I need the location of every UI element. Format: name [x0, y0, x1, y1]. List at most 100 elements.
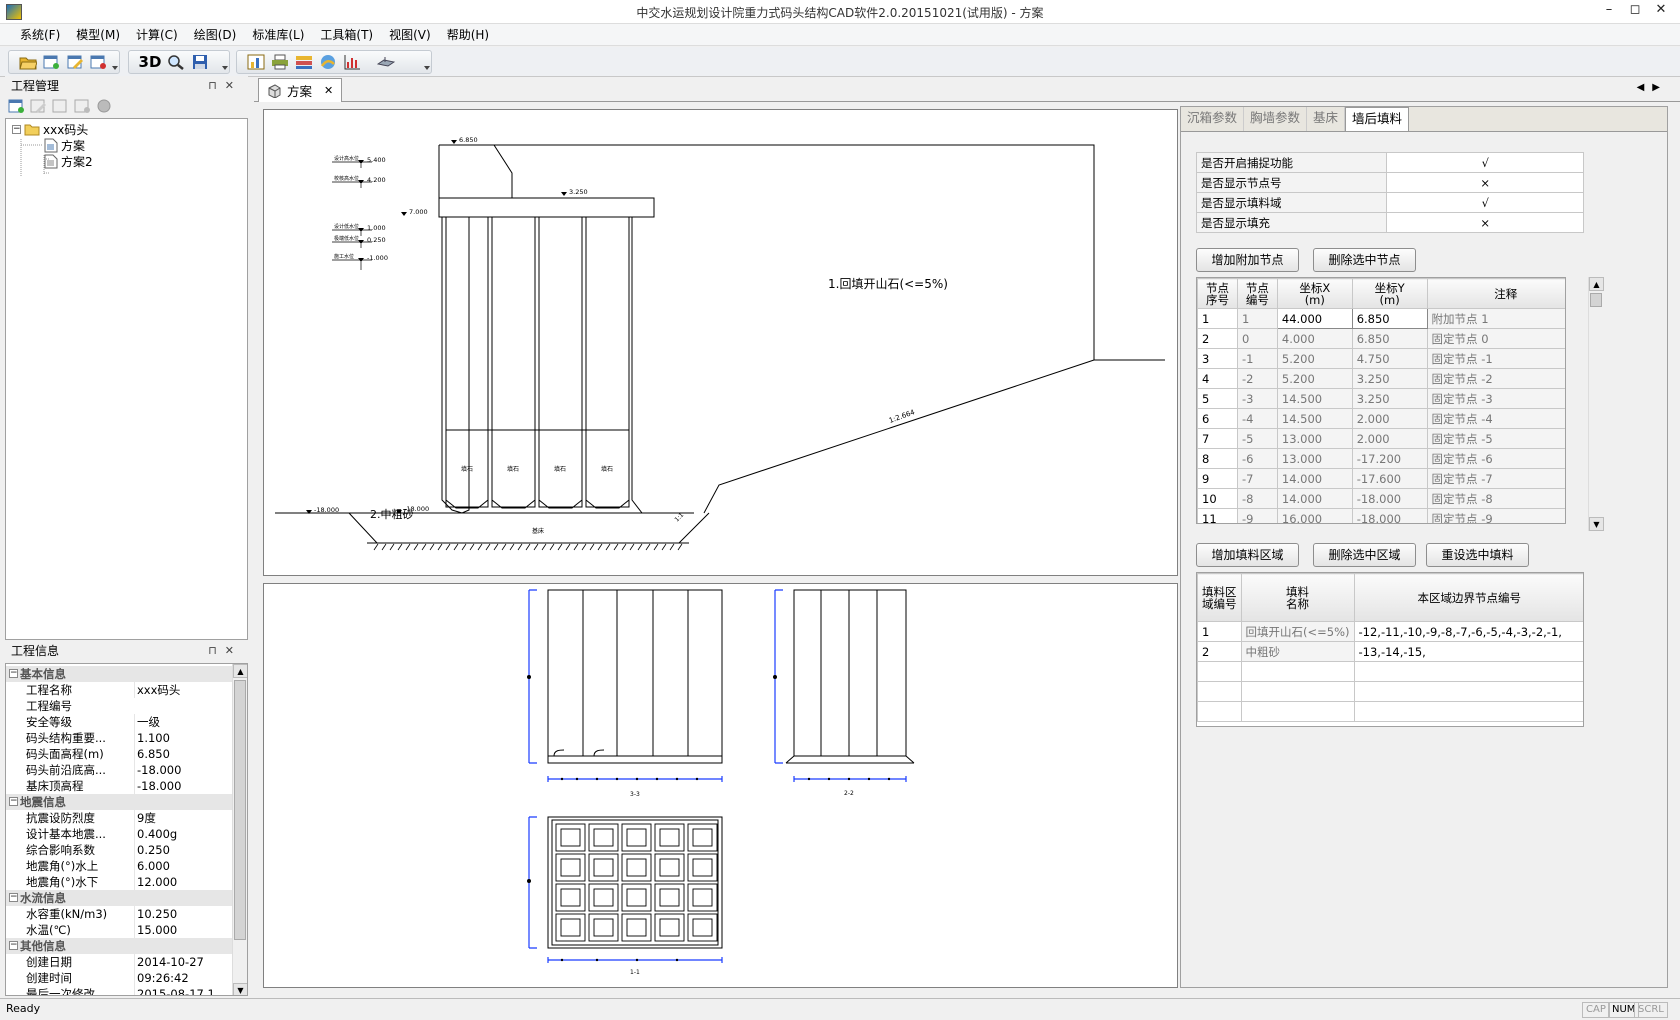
- layer-icon[interactable]: [293, 51, 315, 73]
- view-3d-button[interactable]: 3D: [138, 53, 162, 71]
- scroll-down-arrow[interactable]: ▼: [1589, 517, 1604, 531]
- fill-cell[interactable]: 中粗砂: [1240, 641, 1355, 662]
- property-value[interactable]: 9度: [134, 810, 230, 826]
- menu-model[interactable]: 模型(M): [76, 28, 120, 42]
- menu-view[interactable]: 视图(V): [389, 28, 431, 42]
- property-row[interactable]: 工程编号: [6, 698, 232, 714]
- node-cell[interactable]: 4: [1197, 368, 1238, 389]
- add-fill-region-button[interactable]: 增加填料区域: [1196, 543, 1299, 567]
- property-category[interactable]: −水流信息: [6, 890, 232, 906]
- node-cell[interactable]: 固定节点 0: [1426, 328, 1565, 349]
- save-icon[interactable]: [189, 51, 211, 73]
- node-cell[interactable]: 14.000: [1276, 468, 1353, 489]
- property-row[interactable]: 水温(℃)15.000: [6, 922, 232, 938]
- delete-fill-region-button[interactable]: 删除选中区域: [1313, 543, 1416, 567]
- node-cell[interactable]: -9: [1236, 508, 1278, 523]
- expand-icon[interactable]: −: [12, 123, 21, 134]
- node-cell[interactable]: 13.000: [1276, 428, 1353, 449]
- node-column-header[interactable]: 节点编号: [1236, 278, 1278, 309]
- show-node-number-toggle[interactable]: ×: [1386, 172, 1584, 193]
- node-cell[interactable]: 2: [1197, 328, 1238, 349]
- menu-system[interactable]: 系统(F): [20, 28, 61, 42]
- property-value[interactable]: 10.250: [134, 906, 230, 922]
- tree-item-scheme2[interactable]: 方案2: [44, 153, 93, 169]
- fill-cell[interactable]: 回填开山石(<=5%): [1240, 621, 1355, 642]
- tree-root[interactable]: − xxx码头: [12, 121, 88, 137]
- property-row[interactable]: 码头前沿底高...-18.000: [6, 762, 232, 778]
- scroll-down-arrow[interactable]: ▼: [233, 983, 247, 995]
- property-value[interactable]: 1.100: [134, 730, 230, 746]
- node-cell[interactable]: -17.600: [1351, 468, 1428, 489]
- property-value[interactable]: 2015-08-17 1: [134, 986, 230, 995]
- edit-scheme-icon[interactable]: [30, 98, 47, 114]
- node-cell[interactable]: -5: [1236, 428, 1278, 449]
- maximize-button[interactable]: ◻: [1629, 2, 1641, 17]
- node-cell[interactable]: 3: [1197, 348, 1238, 369]
- delete-scheme-icon[interactable]: [74, 98, 91, 114]
- property-value[interactable]: 15.000: [134, 922, 230, 938]
- fill-cell[interactable]: [1197, 661, 1242, 682]
- show-fill-pattern-toggle[interactable]: ×: [1386, 212, 1584, 233]
- reset-fill-button[interactable]: 重设选中填料: [1426, 543, 1529, 567]
- node-column-header[interactable]: 坐标X(m): [1276, 278, 1353, 309]
- property-row[interactable]: 码头结构重要...1.100: [6, 730, 232, 746]
- node-cell[interactable]: -8: [1236, 488, 1278, 509]
- fill-cell[interactable]: -13,-14,-15,: [1353, 641, 1583, 662]
- node-column-header[interactable]: 注释: [1426, 278, 1565, 309]
- node-cell[interactable]: 6.850: [1351, 308, 1428, 329]
- menu-tools[interactable]: 工具箱(T): [320, 28, 374, 42]
- property-value[interactable]: 0.400g: [134, 826, 230, 842]
- tab-breastwall-params[interactable]: 胸墙参数: [1244, 107, 1308, 131]
- tab-backfill[interactable]: 墙后填料: [1345, 107, 1410, 131]
- tab-scheme[interactable]: 方案 ✕: [258, 78, 343, 102]
- menu-calc[interactable]: 计算(C): [136, 28, 178, 42]
- node-cell[interactable]: 44.000: [1276, 308, 1353, 329]
- menu-help[interactable]: 帮助(H): [446, 28, 490, 42]
- show-fill-region-toggle[interactable]: √: [1386, 192, 1584, 213]
- plan-drawing-canvas[interactable]: 3-3 2-2 1-1: [263, 583, 1178, 988]
- node-cell[interactable]: 14.500: [1276, 388, 1353, 409]
- fill-cell[interactable]: [1197, 681, 1242, 702]
- property-row[interactable]: 水容重(kN/m3)10.250: [6, 906, 232, 922]
- property-value[interactable]: -18.000: [134, 778, 230, 794]
- panel-close-icon[interactable]: ✕: [224, 644, 242, 657]
- property-value[interactable]: 09:26:42: [134, 970, 230, 986]
- new-project-icon[interactable]: [41, 51, 63, 73]
- fill-column-header[interactable]: 填料区域编号: [1197, 573, 1242, 622]
- fill-cell[interactable]: [1240, 681, 1355, 702]
- tab-scroll-arrows[interactable]: ◀▶: [1636, 82, 1668, 93]
- node-cell[interactable]: 固定节点 -4: [1426, 408, 1565, 429]
- pin-icon[interactable]: ⊓: [208, 79, 225, 92]
- property-row[interactable]: 基床顶高程-18.000: [6, 778, 232, 794]
- node-cell[interactable]: 固定节点 -2: [1426, 368, 1565, 389]
- tab-bed[interactable]: 基床: [1307, 107, 1346, 131]
- fill-cell[interactable]: 2: [1197, 641, 1242, 662]
- node-cell[interactable]: 5.200: [1276, 348, 1353, 369]
- property-row[interactable]: 设计基本地震...0.400g: [6, 826, 232, 842]
- node-cell[interactable]: 10: [1197, 488, 1238, 509]
- pin-icon[interactable]: ⊓: [208, 644, 225, 657]
- node-cell[interactable]: 16.000: [1276, 508, 1353, 523]
- node-cell[interactable]: 固定节点 -6: [1426, 448, 1565, 469]
- property-value[interactable]: 0.250: [134, 842, 230, 858]
- node-cell[interactable]: 2.000: [1351, 408, 1428, 429]
- node-cell[interactable]: 固定节点 -9: [1426, 508, 1565, 523]
- node-cell[interactable]: 5: [1197, 388, 1238, 409]
- results-icon[interactable]: [341, 51, 363, 73]
- add-node-button[interactable]: 增加附加节点: [1196, 248, 1299, 272]
- panel-close-icon[interactable]: ✕: [224, 79, 242, 92]
- node-cell[interactable]: 固定节点 -7: [1426, 468, 1565, 489]
- chart-icon[interactable]: [245, 51, 267, 73]
- node-cell[interactable]: -3: [1236, 388, 1278, 409]
- node-cell[interactable]: 13.000: [1276, 448, 1353, 469]
- node-cell[interactable]: -4: [1236, 408, 1278, 429]
